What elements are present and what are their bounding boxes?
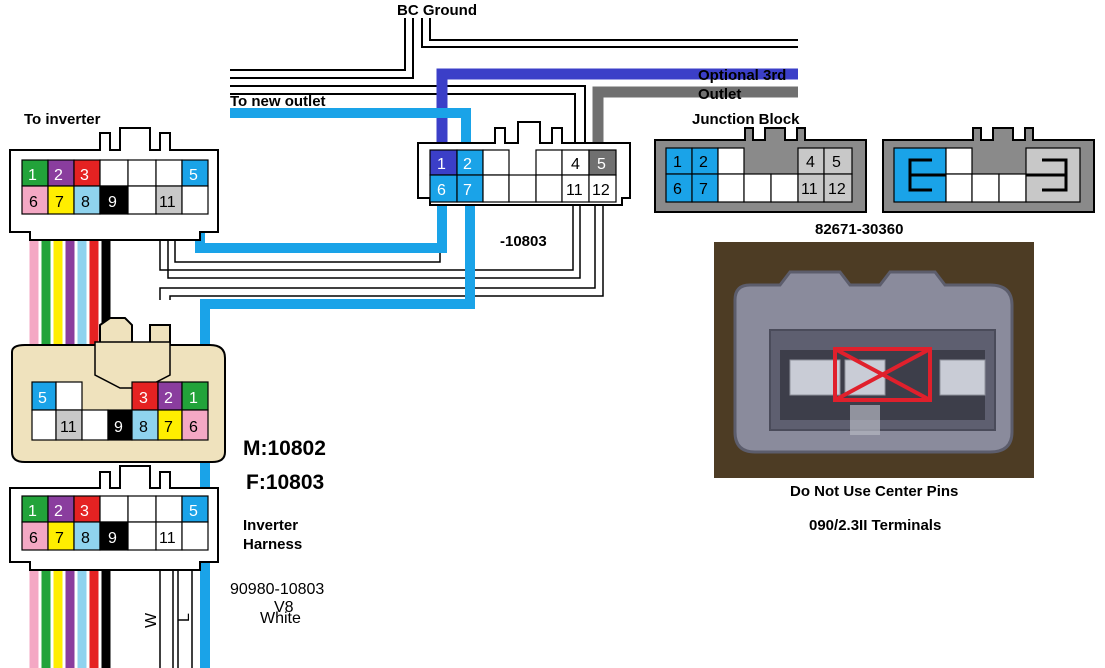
tan-pin-3: 3 [139,390,148,407]
jb-pin-11: 11 [801,181,818,198]
tan-connector-pins [31,381,209,441]
optional-3rd-wire [436,68,798,150]
part-82671-label: 82671-30360 [815,221,903,238]
terminals-label: 090/2.3II Terminals [809,517,941,534]
jb-pin-6: 6 [673,181,682,198]
to-new-outlet-label: To new outlet [230,93,326,110]
jb-pin-5: 5 [832,154,841,171]
pin-1: 1 [28,167,37,184]
bc-ground-label: BC Ground [397,2,477,19]
jb-pin-12: 12 [828,181,846,198]
bottom-pin-6: 6 [29,530,38,547]
tan-pin-2: 2 [164,390,173,407]
pin7-loop-wire [200,200,475,668]
lower-wire-bundle [29,568,111,668]
tan-pin-11: 11 [60,419,77,436]
connector-10803-label: -10803 [500,233,547,250]
tan-pin-7: 7 [164,419,173,436]
jb-pin-4: 4 [806,154,815,171]
junction-pin-12: 12 [592,182,610,199]
bus-bar-right-icon [1026,158,1068,192]
tan-pin-8: 8 [139,419,148,436]
junction-pin-2: 2 [463,156,472,173]
junction-block-connector: 1 2 4 5 6 7 11 12 [654,127,867,213]
bc-ground-wire-5 [230,85,586,150]
pin-9: 9 [108,194,117,211]
junction-block-label: Junction Block [692,111,800,128]
bottom-pin-8: 8 [81,530,90,547]
junction-pin-6: 6 [437,182,446,199]
pin-5: 5 [189,167,198,184]
outlet-label: Outlet [698,86,741,103]
bc-ground-wires [230,18,798,150]
jb-pin-1: 1 [673,154,682,171]
bottom-pin-3: 3 [80,503,89,520]
wire-w-label: W [143,612,160,628]
bc-ground-wire-4 [429,18,798,41]
pin-7: 7 [55,194,64,211]
male-part-label: M:10802 [243,437,326,460]
bus-bar-left-icon [908,158,946,192]
inverter-harness-label-1: Inverter [243,517,298,534]
bottom-pin-7: 7 [55,530,64,547]
to-inverter-label: To inverter [24,111,101,128]
inverter-connector-top: 1 2 3 5 6 7 8 9 11 [9,127,219,241]
pin-2: 2 [54,167,63,184]
tan-pin-9: 9 [114,419,123,436]
junction-pin-4: 4 [571,156,580,173]
junction-block-bus-connector [882,127,1095,213]
inverter-connector-bottom: 1 2 3 5 6 7 8 9 11 [9,465,219,571]
junction-pin-5: 5 [597,156,606,173]
junction-pin-1: 1 [437,156,446,173]
new-outlet-wire [230,108,471,150]
bottom-pin-9: 9 [108,530,117,547]
do-not-use-label: Do Not Use Center Pins [790,483,958,500]
inverter-connector-top-pins [21,159,209,215]
bc-ground-wire-3 [421,18,798,48]
jb-pin-2: 2 [699,154,708,171]
do-not-use-x-icon [833,347,932,402]
v8-label: V8 [274,599,294,616]
pin-6: 6 [29,194,38,211]
female-part-label: F:10803 [246,471,324,494]
outlet-wire [592,86,798,150]
upper-wire-bundle [29,240,111,345]
inverter-harness-label-2: Harness [243,536,302,553]
pin-3: 3 [80,167,89,184]
junction-block-pins [665,147,853,203]
lower-w-l-wires [159,568,193,668]
tan-pin-6: 6 [189,419,198,436]
bc-ground-wire-6 [230,93,576,150]
tan-pin-5: 5 [38,390,47,407]
connector-photo [714,242,1034,478]
pin-8: 8 [81,194,90,211]
junction-pin-11: 11 [566,182,583,199]
bottom-pin-2: 2 [54,503,63,520]
inverter-connector-bottom-pins [21,495,209,551]
bottom-pin-1: 1 [28,503,37,520]
part-90980-label: 90980-10803 [230,581,324,598]
center-junction-connector: 1 2 4 5 6 7 11 12 [417,121,631,206]
jb-pin-7: 7 [699,181,708,198]
bottom-pin-5: 5 [189,503,198,520]
white-label: White [260,610,301,627]
center-junction-pins [429,149,617,203]
pin-11: 11 [159,194,176,211]
pin6-loop-wire [195,200,447,253]
bc-ground-wire-2 [230,18,414,79]
tan-connector: 5 3 2 1 11 9 8 7 6 [11,317,226,463]
junction-pin-7: 7 [463,182,472,199]
wire-l-label: L [176,613,193,622]
tan-pin-1: 1 [189,390,198,407]
bc-ground-wire-1 [230,18,406,71]
optional-3rd-label: Optional 3rd [698,67,786,84]
bottom-pin-11: 11 [159,530,176,547]
